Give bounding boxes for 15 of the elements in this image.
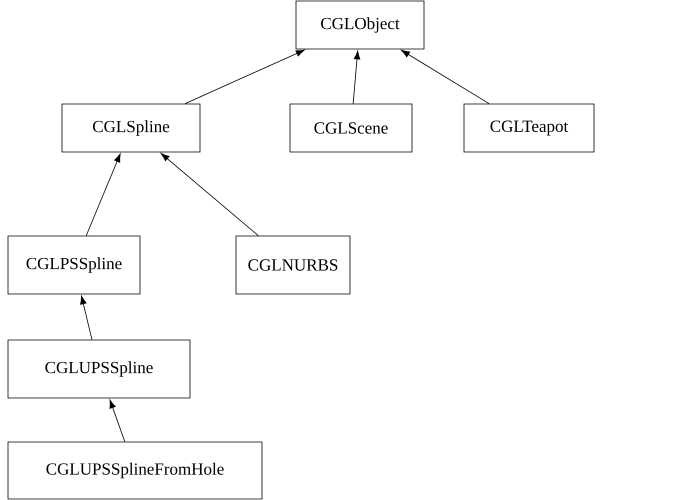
class-box: CGLObject <box>296 0 424 50</box>
class-box: CGLTeapot <box>464 104 594 152</box>
class-box: CGLNURBS <box>236 236 350 294</box>
class-box: CGLUPSSpline <box>8 340 190 398</box>
arrow <box>401 50 490 104</box>
arrow <box>352 50 360 104</box>
arrow <box>80 296 92 340</box>
class-box: CGLSpline <box>62 104 200 152</box>
arrow <box>86 154 121 236</box>
arrow <box>160 153 259 236</box>
class-box: CGLPSSpline <box>8 236 140 294</box>
class-box: CGLScene <box>290 104 412 152</box>
arrow <box>184 50 305 104</box>
arrow <box>110 400 126 442</box>
class-box: CGLUPSSplineFromHole <box>8 442 262 500</box>
